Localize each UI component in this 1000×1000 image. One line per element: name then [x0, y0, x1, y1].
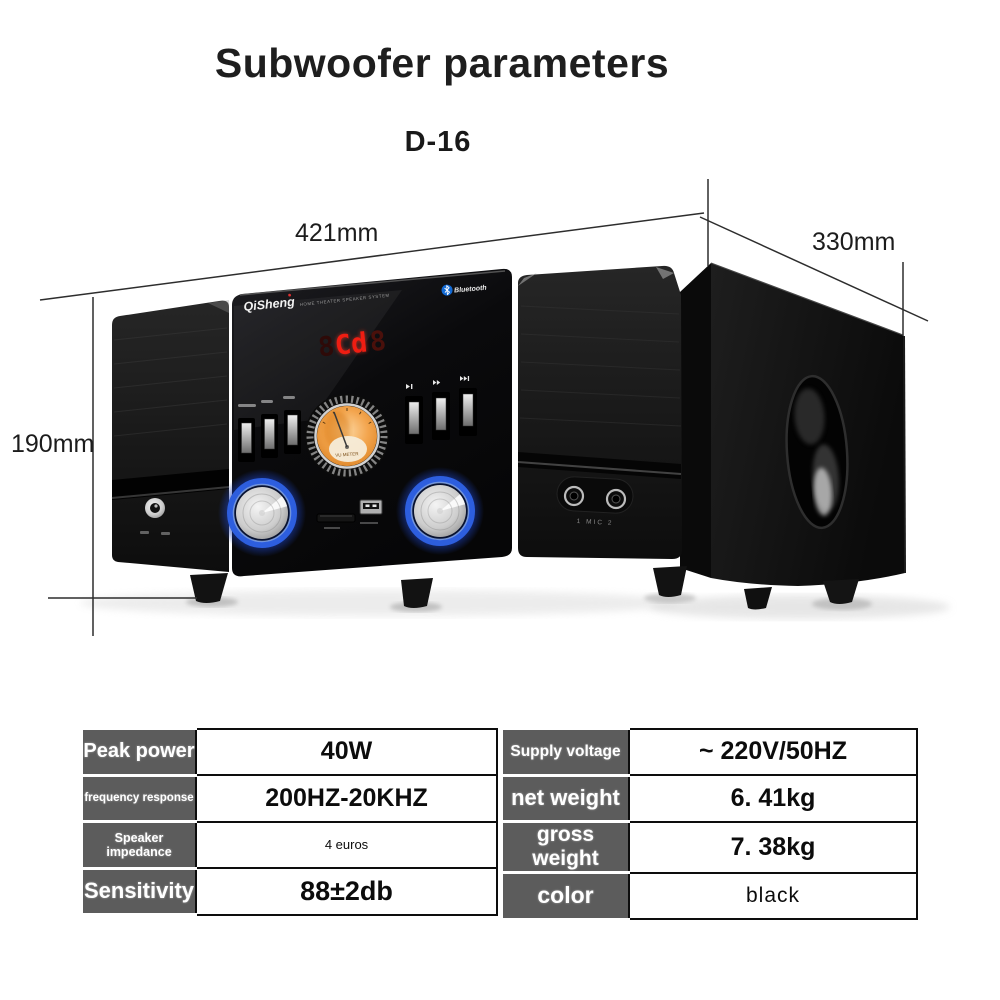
- usb-port[interactable]: [359, 499, 383, 515]
- dimension-line-width: [39, 212, 705, 301]
- table-row: frequency response 200HZ-20KHZ: [83, 773, 498, 823]
- spec-label-gross-weight: gross weight: [503, 820, 629, 874]
- table-row: Speaker impedance 4 euros: [83, 820, 498, 870]
- headphone-jack[interactable]: [145, 498, 165, 518]
- dimension-height-label: 190mm: [11, 430, 95, 458]
- table-row: Sensitivity 88±2db: [83, 866, 498, 916]
- brand-text: QiSheng: [243, 295, 296, 314]
- bluetooth-badge: Bluetooth: [441, 284, 487, 296]
- vu-meter: VU METER: [305, 394, 389, 478]
- dimension-lines: [39, 179, 929, 636]
- spec-value-supply-voltage: ~ 220V/50HZ: [628, 727, 918, 776]
- spec-label-net-weight: net weight: [503, 773, 629, 823]
- spec-label-frequency-response: frequency response: [83, 773, 196, 823]
- spec-table-left: Peak power 40W frequency response 200HZ-…: [83, 727, 498, 916]
- spec-value-frequency-response: 200HZ-20KHZ: [195, 774, 498, 823]
- table-row: Supply voltage ~ 220V/50HZ: [503, 727, 918, 777]
- right-satellite-speaker: 1 MIC 2: [517, 265, 687, 597]
- dimension-width-label: 421mm: [295, 219, 379, 247]
- subwoofer-foot: [744, 587, 772, 610]
- spec-value-color: black: [628, 871, 918, 920]
- led-display: 8 Cd Cd 8: [317, 326, 388, 364]
- play-pause-icon: [406, 384, 413, 389]
- console-foot: [401, 578, 433, 608]
- spec-label-peak-power: Peak power: [83, 727, 196, 777]
- table-row: Peak power 40W: [83, 727, 498, 777]
- spec-table-right: Supply voltage ~ 220V/50HZ net weight 6.…: [503, 727, 918, 921]
- spec-value-sensitivity: 88±2db: [195, 867, 498, 916]
- table-row: gross weight 7. 38kg: [503, 820, 918, 874]
- spec-value-speaker-impedance: 4 euros: [195, 820, 498, 869]
- left-satellite-speaker: [111, 300, 230, 572]
- volume-knob-left[interactable]: [218, 469, 306, 557]
- dimension-depth-label: 330mm: [812, 228, 896, 256]
- dimension-line-depth: [699, 216, 929, 322]
- brand-logo: QiSheng: [243, 293, 296, 314]
- spec-value-net-weight: 6. 41kg: [628, 774, 918, 823]
- page-title: Subwoofer parameters: [214, 40, 670, 86]
- mic-jack-label: 1 MIC 2: [577, 518, 614, 527]
- next-track-icon: [433, 380, 441, 385]
- bass-port: [785, 374, 849, 530]
- table-row: color black: [503, 871, 918, 921]
- spec-label-color: color: [503, 871, 629, 921]
- mic-jack-panel[interactable]: 1 MIC 2: [556, 476, 634, 527]
- amplifier-console: QiSheng HOME THEATER SPEAKER SYSTEM Blue…: [190, 268, 512, 608]
- spec-value-peak-power: 40W: [195, 727, 498, 776]
- bluetooth-label: Bluetooth: [454, 285, 487, 295]
- model-number: D-16: [404, 126, 472, 158]
- spec-label-sensitivity: Sensitivity: [83, 866, 196, 916]
- volume-knob-right[interactable]: [396, 467, 484, 555]
- last-track-icon: [460, 376, 470, 381]
- table-row: net weight 6. 41kg: [503, 773, 918, 823]
- spec-label-speaker-impedance: Speaker impedance: [83, 820, 196, 870]
- subwoofer-cabinet: [680, 262, 906, 610]
- led-ghost-digit: 8: [317, 331, 336, 364]
- led-text: Cd: [333, 327, 369, 361]
- subwoofer-foot: [823, 579, 859, 604]
- led-ghost-digit: 8: [368, 326, 387, 359]
- console-foot: [190, 573, 228, 603]
- vu-meter-label: VU METER: [335, 451, 359, 458]
- spec-value-gross-weight: 7. 38kg: [628, 820, 918, 874]
- function-buttons[interactable]: [238, 396, 301, 462]
- transport-buttons[interactable]: [405, 376, 477, 444]
- satellite-foot: [653, 566, 687, 597]
- sd-card-slot[interactable]: [316, 513, 356, 523]
- spec-label-supply-voltage: Supply voltage: [503, 727, 629, 777]
- led-glow: Cd: [333, 327, 369, 361]
